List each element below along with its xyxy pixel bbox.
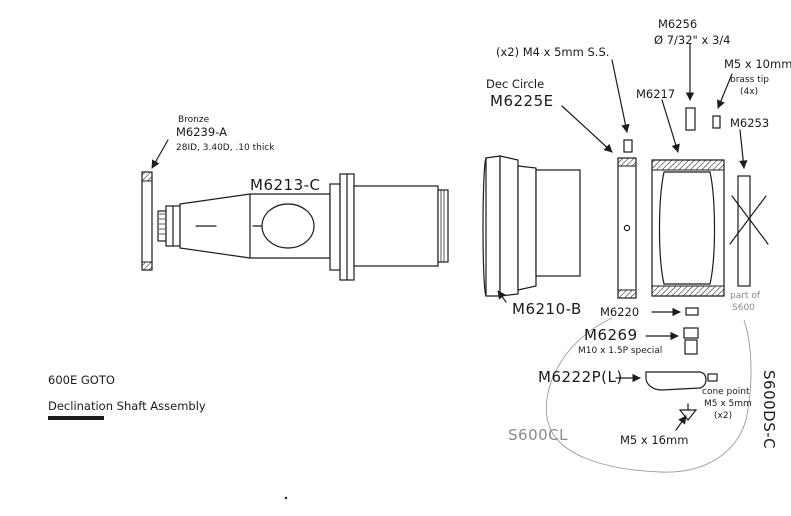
drawing-subtitle: Declination Shaft Assembly: [48, 399, 206, 413]
dec-circle-part-label: M6225E: [490, 92, 554, 110]
brass-tip-bolt-part: [712, 73, 733, 129]
cone-point-spec-label: M5 x 5mm: [704, 399, 752, 409]
bronze-material-label: Bronze: [178, 115, 210, 125]
pin-spec-label: Ø 7/32" x 3/4: [654, 33, 730, 47]
group-boundary: [545, 317, 752, 473]
bronze-washer-part: [141, 139, 169, 271]
ring-cut-note-a: part of: [730, 291, 761, 301]
bolt-tip-qty-label: (4x): [740, 87, 758, 97]
setscrew-spec-label: (x2) M4 x 5mm S.S.: [496, 45, 609, 59]
shaft-part-label: M6213-C: [250, 176, 321, 194]
lever-part-label: M6222P(L): [538, 368, 623, 386]
pin-part: [685, 43, 696, 131]
bolt-tip-note-label: brass tip: [730, 75, 769, 85]
cone-point-label: cone point: [702, 387, 750, 397]
dec-circle-label: Dec Circle: [486, 77, 544, 91]
dec-circle-part: [561, 105, 637, 299]
ring-cut-part-label: M6253: [730, 116, 769, 130]
title-underline-scribble: [48, 416, 104, 420]
drawing-title: 600E GOTO: [48, 373, 115, 387]
ring-cut-note-b: S600: [732, 303, 755, 313]
dec-housing-part: [482, 155, 581, 303]
screw-spec-label: M5 x 16mm: [620, 433, 688, 447]
stray-mark: [284, 496, 288, 500]
cone-point-part: [707, 373, 718, 382]
plug-part: [651, 307, 699, 317]
bearing-ring-part: [651, 99, 725, 297]
ring-cut-part: [729, 129, 769, 287]
special-bolt-part-label: M6269: [584, 326, 638, 344]
screw-part: [675, 403, 698, 431]
bolt-tip-spec-label: M5 x 10mm: [724, 57, 791, 71]
special-bolt-spec-label: M10 x 1.5P special: [578, 346, 662, 356]
plug-part-label: M6220: [600, 305, 639, 319]
housing-part-label: M6210-B: [512, 300, 582, 318]
lever-part: [615, 371, 707, 391]
pin-part-label: M6256: [658, 17, 697, 31]
bronze-spec-label: 28ID, 3.40D, .10 thick: [176, 143, 275, 153]
assembly-code-label: S600DS-C: [760, 370, 778, 449]
bronze-part-label: M6239-A: [176, 125, 227, 139]
group-code-label: S600CL: [508, 426, 568, 444]
setscrew-part: [611, 59, 633, 153]
cone-point-qty-label: (x2): [714, 411, 732, 421]
dec-shaft-part: [157, 173, 449, 281]
bearing-ring-part-label: M6217: [636, 87, 675, 101]
special-bolt-part: [645, 327, 699, 355]
